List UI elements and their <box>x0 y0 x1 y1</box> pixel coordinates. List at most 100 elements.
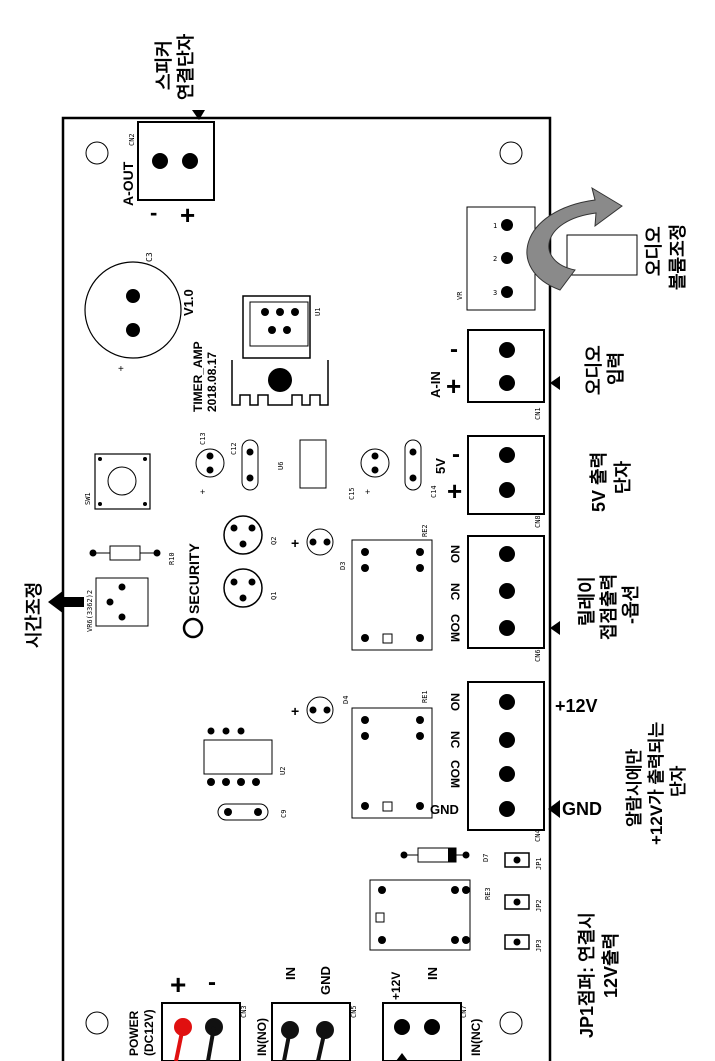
cn6-label-com: COM <box>448 614 462 642</box>
cn7-in: IN <box>425 967 440 980</box>
mounting-hole <box>499 1011 523 1035</box>
cn2-ref: CN2 <box>128 133 136 146</box>
c12-capacitor: C12 <box>230 439 259 491</box>
board-version: V1.0 <box>181 289 196 316</box>
q2-ref: Q2 <box>270 537 278 545</box>
cn7-bottom-arrow <box>396 1053 408 1061</box>
cn8-plus: + <box>447 476 462 506</box>
vr-pin3: 3 <box>493 289 497 297</box>
vr-pin1: 1 <box>493 222 497 230</box>
re1-ref: RE1 <box>421 690 429 703</box>
d4-diode: + D4 <box>291 696 350 724</box>
d3-plus: + <box>291 535 299 551</box>
cn5-label-gnd: GND <box>318 966 333 995</box>
alarm-12v-line1: 알람시에만 <box>624 748 644 827</box>
mounting-hole <box>85 1011 109 1035</box>
speaker-callout-line2: 연결단자 <box>176 33 196 100</box>
relay-contact-callout: 릴레이 접점출력 -옵션 <box>576 574 641 640</box>
time-adjust-label: 시간조정 <box>24 582 44 648</box>
relay-contact-line3: -옵션 <box>621 585 641 624</box>
jp1-note-line2: 12V출력 <box>601 933 621 998</box>
jp2-ref: JP2 <box>535 899 543 912</box>
jp1-ref: JP1 <box>535 857 543 870</box>
alarm-12v-callout: 알람시에만 +12V가 출력되는 단자 <box>624 722 688 845</box>
power-label-line1: POWER <box>127 1010 141 1056</box>
out-5v-line1: 5V 출력 <box>589 452 609 512</box>
r10-ref: R10 <box>168 552 176 565</box>
power-label-line2: (DC12V) <box>142 1009 156 1056</box>
c12-ref: C12 <box>230 442 238 455</box>
board-model: TIMER_AMP <box>191 341 205 412</box>
re1-relay: RE1 <box>351 690 433 819</box>
d4-ref: D4 <box>342 696 350 704</box>
wire-red <box>174 1026 185 1061</box>
re3-ref: RE3 <box>484 887 492 900</box>
relay-out-arrow <box>550 621 560 635</box>
speaker-callout-line1: 스피커 <box>154 40 174 90</box>
c9-ref: C9 <box>280 810 288 818</box>
cn2-plus: + <box>180 200 195 230</box>
cn5-ref: CN5 <box>350 1005 358 1018</box>
cn8-label: 5V <box>433 458 448 474</box>
out-5v-callout: 5V 출력 단자 <box>589 452 633 512</box>
d7-ref: D7 <box>482 854 490 862</box>
cn4-connector: NO NC COM GND CN4 <box>430 681 545 842</box>
wire-black-gnd <box>316 1029 327 1061</box>
audio-in-arrow <box>550 376 560 390</box>
alarm-12v-line2: +12V가 출력되는 <box>647 722 666 845</box>
audio-input-line2: 입력 <box>605 352 626 385</box>
cn6-ref: CN6 <box>534 649 542 662</box>
jp3-ref: JP3 <box>535 939 543 952</box>
cn4-label-nc: NC <box>448 731 462 749</box>
re3-relay: RE3 <box>369 879 492 951</box>
jp2-jumper: JP2 <box>504 894 543 912</box>
security-logo: SECURITY <box>182 543 204 639</box>
vr-pin2: 2 <box>493 255 497 263</box>
q2-transistor: Q2 <box>223 515 278 555</box>
u6-ref: U6 <box>277 462 285 470</box>
u6-component: U6 <box>277 439 327 489</box>
vr6-trimmer: VR6(3362)2 <box>86 577 149 632</box>
plus12v-label: +12V <box>555 696 598 716</box>
cn4-ref: CN4 <box>534 829 542 842</box>
q1-transistor: Q1 <box>223 568 278 608</box>
cn6-connector: NO NC COM CN6 <box>448 535 545 662</box>
cn5-label-in: IN <box>283 967 298 980</box>
cn8-ref: CN8 <box>534 515 542 528</box>
c14-capacitor: C14 <box>404 439 438 498</box>
cn4-label-no: NO <box>448 693 462 711</box>
relay-contact-line1: 릴레이 <box>576 576 597 626</box>
cn3-plus: + <box>170 969 186 1000</box>
cn7-ref: CN7 <box>460 1005 468 1018</box>
cn8-minus: - <box>452 441 460 468</box>
audio-volume-line2: 볼륨조정 <box>668 224 688 290</box>
c15-ref: C15 <box>348 487 356 500</box>
cn2-minus: - <box>150 200 157 225</box>
u1-ref: U1 <box>314 308 322 316</box>
cn7-input-connector: IN +12V CN7 IN(NC) <box>382 967 483 1061</box>
volume-rotation-arrow <box>526 186 623 291</box>
gnd-label: GND <box>562 799 602 819</box>
jp1-note-callout: JP1점퍼: 연결시 12V출력 <box>577 912 621 1038</box>
cn1-label: A-IN <box>428 371 443 398</box>
u2-ic: U2 <box>203 727 287 786</box>
audio-volume-callout: 오디오 볼륨조정 <box>644 224 688 290</box>
u1-regulator: U1 <box>231 295 329 406</box>
vr-knob-shaft <box>566 234 638 276</box>
cn1-minus: - <box>450 336 458 363</box>
audio-input-callout: 오디오 입력 <box>584 345 626 395</box>
cn4-label-com: COM <box>448 760 462 788</box>
cn3-minus: - <box>208 969 216 996</box>
jp1-jumper: JP1 <box>504 852 543 870</box>
d3-diode: + D3 <box>291 528 347 570</box>
board-date: 2018.08.17 <box>205 352 219 412</box>
time-adjust-arrow <box>48 590 84 614</box>
wire-black-power <box>206 1026 216 1061</box>
cn4-label-gnd: GND <box>430 802 459 817</box>
cn1-connector: A-IN - + CN1 <box>428 329 545 420</box>
vr-ref: VR <box>456 291 464 300</box>
c13-ref: C13 <box>199 432 207 445</box>
c9-capacitor: C9 <box>217 803 288 821</box>
